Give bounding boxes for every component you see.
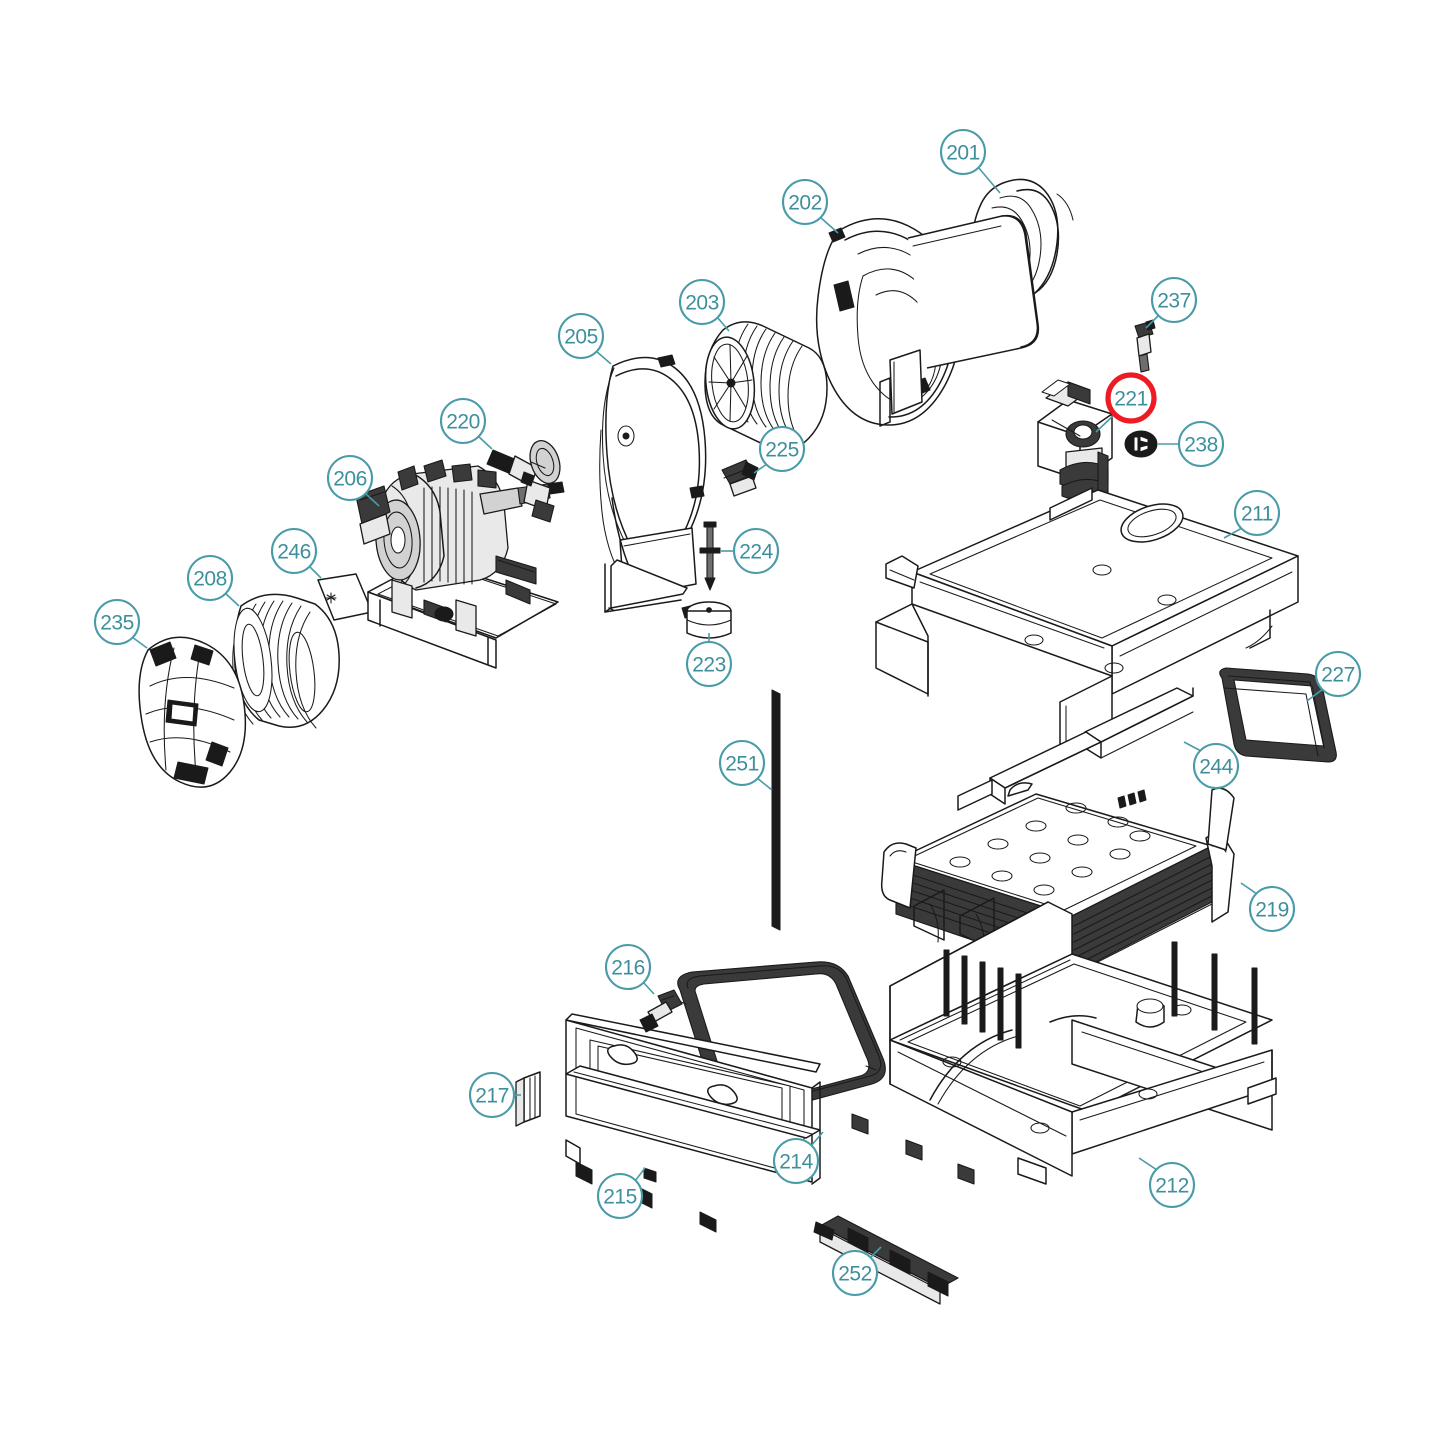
callout-238-label: 238 bbox=[1184, 434, 1218, 457]
callout-220-label: 220 bbox=[446, 411, 480, 434]
leader-220 bbox=[477, 435, 493, 450]
highlight-ring-221 bbox=[1105, 372, 1157, 424]
callout-202-label: 202 bbox=[788, 192, 822, 215]
callout-221-label: 221 bbox=[1114, 388, 1148, 411]
leader-252 bbox=[869, 1246, 882, 1259]
callout-246-label: 246 bbox=[277, 541, 311, 564]
callout-246[interactable]: 246 bbox=[270, 527, 318, 575]
callout-217[interactable]: 217 bbox=[468, 1071, 516, 1119]
callout-252[interactable]: 252 bbox=[831, 1249, 879, 1297]
callout-203[interactable]: 203 bbox=[678, 278, 726, 326]
part-202-blower-volute-cover bbox=[815, 214, 1040, 427]
part-215-access-door-panel bbox=[565, 1013, 821, 1233]
callout-237-label: 237 bbox=[1157, 290, 1191, 313]
callout-238[interactable]: 238 bbox=[1177, 420, 1225, 468]
part-203-blower-fan-wheel bbox=[704, 321, 828, 452]
part-251-side-trim-strip bbox=[771, 689, 781, 931]
part-220-motor-pulley-shaft bbox=[486, 439, 561, 523]
leader-203 bbox=[716, 316, 730, 332]
callout-216[interactable]: 216 bbox=[604, 943, 652, 991]
callout-leaders bbox=[131, 166, 1324, 1259]
part-223-rubber-mount-puck bbox=[686, 601, 732, 639]
callout-217-label: 217 bbox=[475, 1085, 509, 1108]
leader-216 bbox=[642, 981, 655, 995]
callout-211-label: 211 bbox=[1241, 503, 1273, 526]
callout-223-label: 223 bbox=[692, 654, 726, 677]
leader-251 bbox=[756, 777, 773, 791]
callout-237[interactable]: 237 bbox=[1150, 276, 1198, 324]
callout-251-label: 251 bbox=[725, 753, 759, 776]
leader-221 bbox=[1095, 412, 1117, 433]
leader-201 bbox=[977, 166, 1001, 194]
callout-203-label: 203 bbox=[685, 292, 719, 315]
leader-205 bbox=[595, 350, 612, 365]
leader-246 bbox=[308, 565, 322, 579]
callout-205-label: 205 bbox=[564, 326, 598, 349]
callout-bubbles[interactable]: 201 202 203 205 206 208 211 212 214 215 … bbox=[93, 128, 1362, 1297]
part-219-condenser-heat-exchanger bbox=[880, 782, 1235, 975]
callout-206-label: 206 bbox=[333, 468, 367, 491]
callout-202[interactable]: 202 bbox=[781, 178, 829, 226]
callout-211[interactable]: 211 bbox=[1233, 489, 1281, 537]
callout-212-label: 212 bbox=[1155, 1175, 1189, 1198]
leader-225 bbox=[753, 463, 768, 474]
callout-235-label: 235 bbox=[100, 612, 134, 635]
callout-219[interactable]: 219 bbox=[1248, 885, 1296, 933]
callout-214[interactable]: 214 bbox=[772, 1137, 820, 1185]
callout-227-label: 227 bbox=[1321, 664, 1355, 687]
callout-208[interactable]: 208 bbox=[186, 554, 234, 602]
callout-225-label: 225 bbox=[765, 439, 799, 462]
callout-220[interactable]: 220 bbox=[439, 397, 487, 445]
part-217-door-catch-bush bbox=[515, 1071, 541, 1127]
leader-208 bbox=[224, 592, 240, 607]
callout-214-label: 214 bbox=[779, 1151, 813, 1174]
part-212-base-chassis-pan bbox=[851, 901, 1277, 1185]
callout-252-label: 252 bbox=[838, 1263, 872, 1286]
callout-227[interactable]: 227 bbox=[1314, 650, 1362, 698]
callout-206[interactable]: 206 bbox=[326, 454, 374, 502]
callout-224-label: 224 bbox=[739, 541, 773, 564]
callout-205[interactable]: 205 bbox=[557, 312, 605, 360]
callout-201-label: 201 bbox=[946, 142, 980, 165]
part-244-condenser-retaining-rail bbox=[957, 687, 1194, 811]
callout-251[interactable]: 251 bbox=[718, 739, 766, 787]
leader-214 bbox=[810, 1131, 824, 1147]
callout-215[interactable]: 215 bbox=[596, 1172, 644, 1220]
leader-202 bbox=[819, 216, 839, 234]
leader-244 bbox=[1183, 741, 1202, 752]
part-206-drive-motor-assembly bbox=[355, 459, 565, 669]
callout-244-label: 244 bbox=[1199, 756, 1233, 779]
callout-223[interactable]: 223 bbox=[685, 640, 733, 688]
part-227-condenser-door-gasket bbox=[1219, 667, 1337, 763]
part-225-wiring-clip bbox=[721, 459, 759, 497]
part-221-pressure-switch-valve bbox=[1037, 379, 1113, 515]
leader-215 bbox=[634, 1167, 646, 1182]
callout-235[interactable]: 235 bbox=[93, 598, 141, 646]
part-235-fan-cage-guard bbox=[138, 636, 247, 788]
leader-211 bbox=[1223, 527, 1243, 539]
leader-227 bbox=[1306, 688, 1324, 702]
callout-212[interactable]: 212 bbox=[1148, 1161, 1196, 1209]
leader-206 bbox=[364, 492, 380, 507]
part-205-fan-housing-scroll bbox=[599, 354, 707, 619]
leader-235 bbox=[131, 636, 148, 649]
leader-237 bbox=[1145, 314, 1160, 329]
part-252-base-drain-channel bbox=[813, 1215, 959, 1305]
part-208-drum-fan-impeller bbox=[232, 593, 340, 729]
callout-225[interactable]: 225 bbox=[758, 425, 806, 473]
callout-215-label: 215 bbox=[603, 1186, 637, 1209]
callout-208-label: 208 bbox=[193, 568, 227, 591]
callout-201[interactable]: 201 bbox=[939, 128, 987, 176]
leader-212 bbox=[1138, 1157, 1158, 1171]
part-238-grommet-seal bbox=[1124, 430, 1158, 458]
part-224-retaining-pin bbox=[699, 521, 721, 591]
callout-244[interactable]: 244 bbox=[1192, 742, 1240, 790]
part-216-door-hinge-pin bbox=[639, 989, 683, 1033]
callout-219-label: 219 bbox=[1255, 899, 1289, 922]
leader-219 bbox=[1240, 882, 1258, 895]
callout-224[interactable]: 224 bbox=[732, 527, 780, 575]
callout-216-label: 216 bbox=[611, 957, 645, 980]
